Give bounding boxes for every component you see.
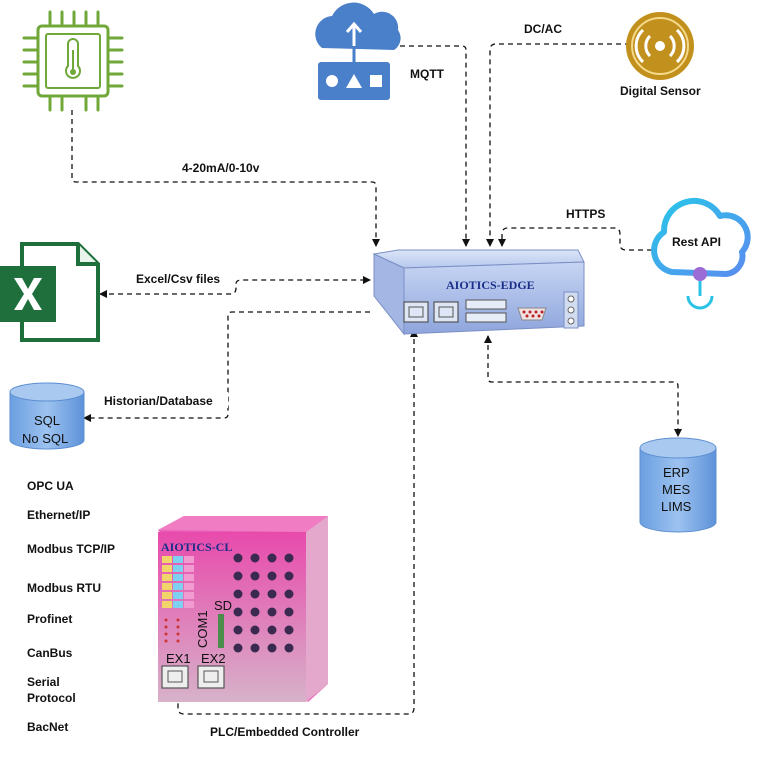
erp-database-icon <box>639 437 717 533</box>
edge-ethernet-ports <box>403 301 459 323</box>
edge-analog <box>71 110 380 247</box>
temperature-chip-icon <box>22 10 124 112</box>
label-aiotics-edge: AIOTICS-EDGE <box>446 278 535 292</box>
edge-https <box>498 227 652 251</box>
mqtt-cloud-icon <box>315 2 401 100</box>
controller-terminal-grid <box>233 553 294 653</box>
sql-line2: No SQL <box>22 431 68 446</box>
erp-line2: MES <box>662 482 691 497</box>
protocol-modbus-tcp: Modbus TCP/IP <box>27 542 115 556</box>
erp-line3: LIMS <box>661 499 692 514</box>
sql-line1: SQL <box>34 413 60 428</box>
label-excel: Excel/Csv files <box>136 272 220 286</box>
protocol-modbus-rtu: Modbus RTU <box>27 581 101 595</box>
aiotics-cl-controller <box>158 516 328 702</box>
excel-file-icon <box>0 242 100 342</box>
label-ex1: EX1 <box>166 651 191 666</box>
edge-plc <box>177 329 418 715</box>
protocol-ethernet-ip: Ethernet/IP <box>27 508 91 522</box>
label-sd: SD <box>214 598 232 613</box>
label-historian: Historian/Database <box>104 394 213 408</box>
label-digital-sensor: Digital Sensor <box>620 84 701 98</box>
edge-serial-port <box>517 307 547 321</box>
label-mqtt: MQTT <box>410 67 445 81</box>
label-aiotics-cl: AIOTICS-CL <box>161 540 232 554</box>
controller-com-port <box>164 618 180 643</box>
label-com1: COM1 <box>195 610 210 648</box>
edge-mqtt <box>400 45 470 247</box>
label-ex2: EX2 <box>201 651 226 666</box>
aiotics-edge-device <box>372 249 585 336</box>
protocol-canbus: CanBus <box>27 646 73 660</box>
label-https: HTTPS <box>566 207 605 221</box>
edge-erp <box>484 335 682 437</box>
label-analog: 4-20mA/0-10v <box>182 161 260 175</box>
edge-historian <box>83 311 370 422</box>
protocol-opc-ua: OPC UA <box>27 479 74 493</box>
label-dcac: DC/AC <box>524 22 562 36</box>
sql-database-icon <box>9 382 85 450</box>
digital-sensor-icon <box>626 12 694 80</box>
protocol-profinet: Profinet <box>27 612 73 626</box>
erp-line1: ERP <box>663 465 690 480</box>
controller-indicator-grid <box>162 556 194 608</box>
label-rest-api: Rest API <box>672 235 721 249</box>
edge-dcac <box>486 43 630 247</box>
rest-api-cloud-icon <box>651 197 751 310</box>
label-plc: PLC/Embedded Controller <box>210 725 360 739</box>
protocol-serial: Serial Protocol <box>27 675 76 705</box>
protocol-bacnet: BacNet <box>27 720 69 734</box>
controller-ex-ports <box>161 665 225 689</box>
controller-sd-slot <box>218 614 224 648</box>
